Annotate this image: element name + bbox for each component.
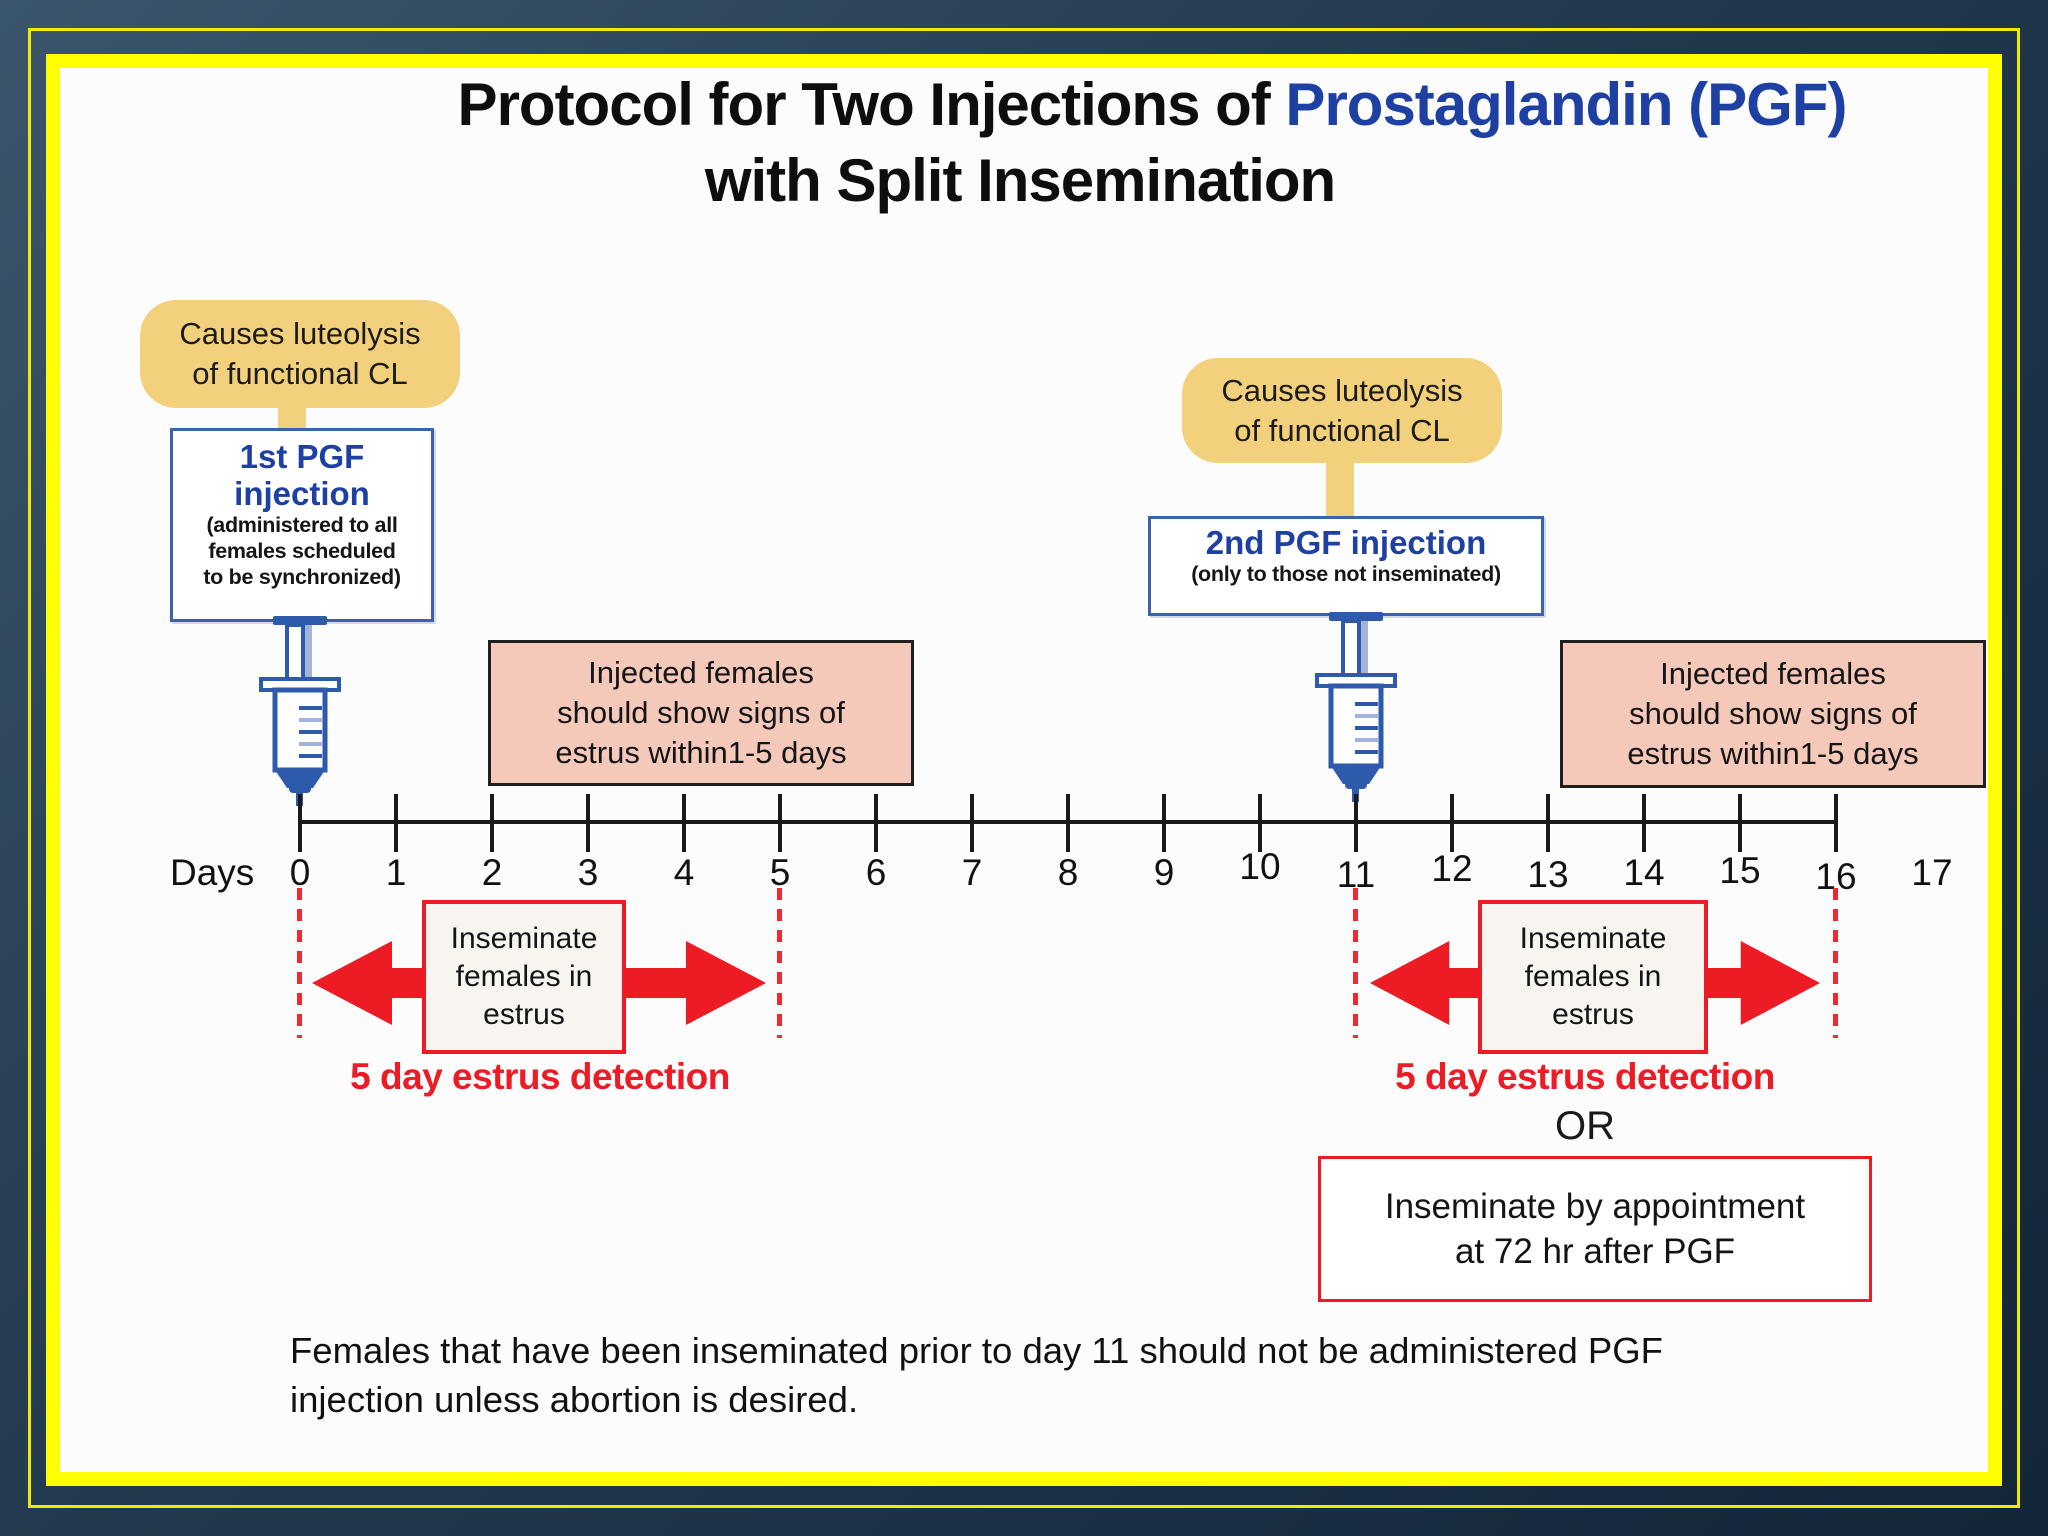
timeline-tick	[1450, 794, 1454, 852]
inseminate-left-line2: females in	[455, 959, 593, 993]
timeline-tick	[970, 794, 974, 852]
callout-left-line1: Causes luteolysis	[179, 316, 421, 352]
timeline-tick	[1642, 794, 1646, 852]
timeline-tick	[1834, 794, 1838, 852]
estrus-sign-left-line1: Injected females	[588, 654, 814, 690]
timeline-tick	[490, 794, 494, 852]
day-label-12: 12	[1431, 848, 1473, 889]
day-label-0: 0	[289, 852, 311, 893]
inseminate-box-left: Inseminate females in estrus	[422, 900, 626, 1054]
dashed-marker-day0	[297, 888, 302, 1038]
estrus-sign-left-line3: estrus within1-5 days	[555, 735, 847, 771]
estrus-sign-right-line3: estrus within1-5 days	[1627, 736, 1919, 772]
day-label-6: 6	[865, 852, 887, 893]
timeline-tick	[1546, 794, 1550, 852]
dashed-marker-day5	[777, 888, 782, 1038]
outer-thin-border	[28, 28, 2020, 1508]
appointment-line2: at 72 hr after PGF	[1454, 1232, 1736, 1271]
callout-left: Causes luteolysis of functional CL	[140, 300, 460, 408]
day-label-9: 9	[1153, 852, 1175, 893]
timeline-tick	[586, 794, 590, 852]
footnote-line2: injection unless abortion is desired.	[290, 1379, 859, 1421]
appointment-box: Inseminate by appointment at 72 hr after…	[1318, 1156, 1872, 1302]
timeline-tick	[1738, 794, 1742, 852]
estrus-sign-right-line2: should show signs of	[1629, 695, 1917, 731]
estrus-detection-label-left: 5 day estrus detection	[350, 1056, 730, 1097]
timeline-tick	[394, 794, 398, 852]
timeline-tick	[682, 794, 686, 852]
estrus-sign-right-line1: Injected females	[1660, 655, 1886, 691]
day-label-10: 10	[1239, 846, 1281, 887]
inseminate-right-line2: females in	[1524, 959, 1662, 993]
day-label-15: 15	[1719, 850, 1761, 891]
dashed-marker-day16	[1833, 888, 1838, 1038]
syringe-icon	[1315, 612, 1397, 802]
footnote: Females that have been inseminated prior…	[290, 1326, 1910, 1425]
day-label-7: 7	[961, 852, 983, 893]
timeline-tick	[1066, 794, 1070, 852]
inseminate-right-line3: estrus	[1552, 998, 1634, 1032]
inseminate-left-line1: Inseminate	[450, 921, 598, 955]
timeline-tick	[1162, 794, 1166, 852]
day-label-8: 8	[1057, 852, 1079, 893]
second-pgf-title: 2nd PGF injection	[1205, 524, 1487, 561]
dashed-marker-day11	[1353, 888, 1358, 1038]
timeline-tick	[298, 794, 302, 852]
appointment-line1: Inseminate by appointment	[1384, 1186, 1806, 1226]
title-prefix: Protocol for Two Injections of	[457, 71, 1286, 138]
day-label-14: 14	[1623, 852, 1665, 893]
first-pgf-note-line3: to be synchronized)	[203, 564, 401, 589]
first-pgf-note-line1: (administered to all	[206, 512, 398, 537]
day-label-5: 5	[769, 852, 791, 893]
timeline-axis-label: Days	[170, 852, 255, 893]
timeline-tick	[1354, 794, 1358, 852]
inseminate-right-line1: Inseminate	[1519, 921, 1667, 955]
inseminate-box-right: Inseminate females in estrus	[1478, 900, 1708, 1054]
day-label-2: 2	[481, 852, 503, 893]
day-label-13: 13	[1527, 854, 1569, 895]
callout-right-line2: of functional CL	[1234, 412, 1450, 448]
day-label-4: 4	[673, 852, 695, 893]
page-title-line2: with Split Insemination	[704, 147, 1336, 214]
estrus-sign-box-left: Injected females should show signs of es…	[488, 640, 914, 786]
day-label-1: 1	[385, 852, 407, 893]
estrus-sign-box-right: Injected females should show signs of es…	[1560, 640, 1986, 788]
syringe-icon	[259, 616, 341, 806]
callout-left-line2: of functional CL	[192, 356, 408, 391]
title-highlight: Prostaglandin (PGF)	[1285, 71, 1847, 138]
day-label-17: 17	[1911, 852, 1953, 893]
or-label: OR	[1555, 1104, 1615, 1148]
inseminate-left-line3: estrus	[483, 998, 565, 1032]
timeline-tick	[1258, 794, 1262, 852]
callout-right: Causes luteolysis of functional CL	[1182, 358, 1502, 463]
callout-right-line1: Causes luteolysis	[1221, 372, 1463, 408]
estrus-sign-left-line2: should show signs of	[557, 694, 845, 730]
first-pgf-title: 1st PGF injection	[234, 438, 370, 512]
estrus-detection-label-right: 5 day estrus detection	[1395, 1056, 1775, 1097]
first-pgf-note-line2: females scheduled	[208, 538, 396, 563]
second-pgf-injection-box: 2nd PGF injection (only to those not ins…	[1148, 516, 1544, 616]
day-label-3: 3	[577, 852, 599, 893]
footnote-line1: Females that have been inseminated prior…	[290, 1330, 1663, 1371]
second-pgf-note: (only to those not inseminated)	[1191, 561, 1501, 586]
timeline-tick	[778, 794, 782, 852]
first-pgf-injection-box: 1st PGF injection (administered to all f…	[170, 428, 434, 622]
page-title: Protocol for Two Injections of Prostagla…	[300, 70, 2004, 139]
timeline-tick	[874, 794, 878, 852]
